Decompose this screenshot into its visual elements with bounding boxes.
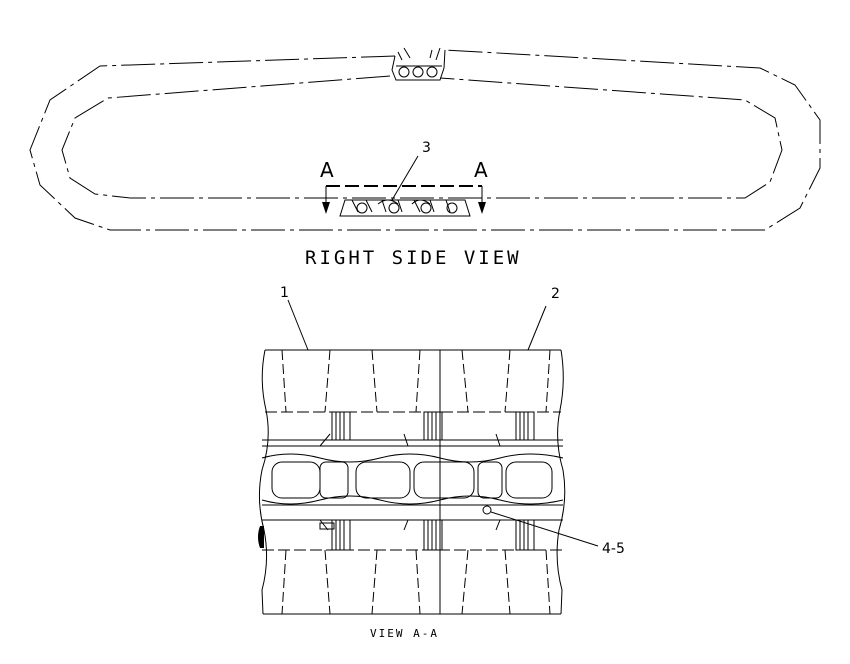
track-links [271, 461, 553, 499]
section-view-a-a [258, 349, 566, 615]
view-a-a-caption: VIEW A-A [370, 627, 439, 640]
section-arrow-left [322, 202, 330, 214]
lower-link-rail [261, 495, 564, 505]
top-shoe-detail [391, 47, 446, 81]
callout-1: 1 [280, 285, 289, 301]
break-line-left [258, 349, 269, 615]
leader-4-5 [490, 511, 599, 547]
upper-link-rail [261, 453, 564, 463]
leader-1 [287, 299, 309, 351]
callout-2: 2 [551, 286, 560, 302]
break-line-right [556, 349, 566, 615]
section-arrow-right [478, 202, 486, 214]
track-outer-outline [29, 49, 821, 231]
track-inner-outline [61, 75, 783, 199]
bottom-shoe-detail [339, 199, 471, 217]
section-label-right: A [474, 158, 488, 182]
section-line-a-a [322, 185, 486, 214]
upper-link-bushings [331, 411, 535, 441]
right-side-view-caption: RIGHT SIDE VIEW [305, 247, 522, 269]
callout-3: 3 [422, 140, 431, 156]
track-loop-side-view [29, 47, 821, 231]
leader-3 [391, 155, 419, 201]
lower-link-bushings [331, 519, 535, 551]
leader-2 [527, 305, 547, 351]
master-link-clip [319, 522, 335, 530]
pin-retainer-circle [482, 505, 492, 515]
callout-4-5: 4-5 [602, 541, 625, 557]
section-label-left: A [320, 158, 334, 182]
bushing-end-cap [258, 526, 264, 548]
